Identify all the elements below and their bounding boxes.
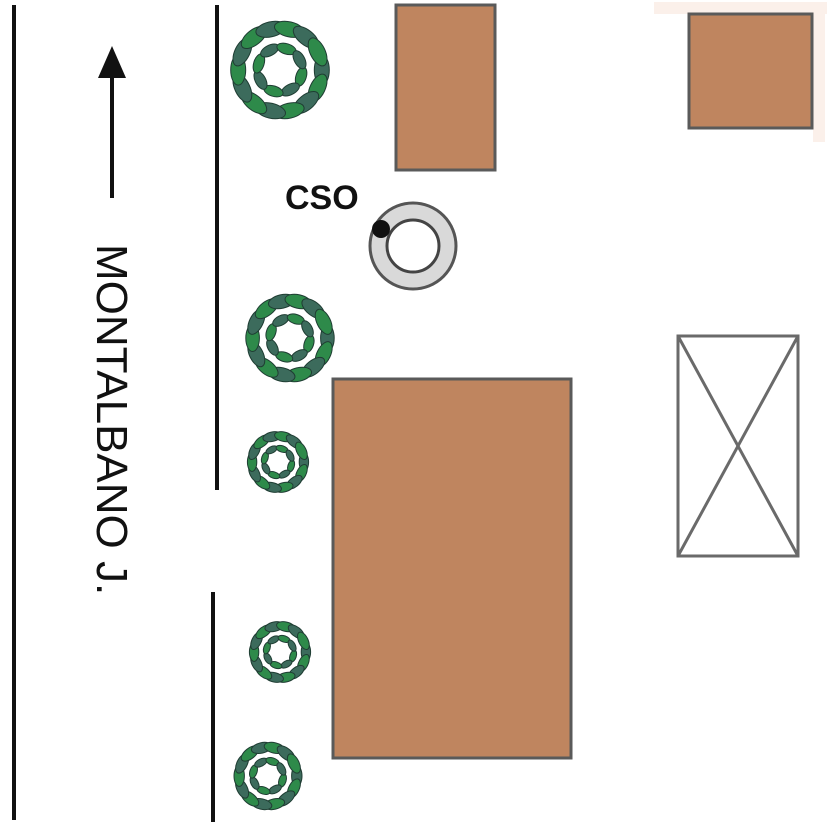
street-name-label: MONTALBANO J. <box>87 244 136 595</box>
tree-icon <box>230 20 330 120</box>
tree-icon <box>233 741 303 811</box>
tree-icon <box>245 293 335 383</box>
building-top-center <box>394 3 497 172</box>
arrow-up-icon <box>98 46 126 198</box>
manhole-icon <box>368 201 458 291</box>
cso-label: CSO <box>285 179 359 217</box>
tree-icon <box>248 621 312 683</box>
building-main <box>331 377 573 760</box>
trees <box>230 20 335 811</box>
crossed-box-structure <box>676 334 800 558</box>
tree-icon <box>246 431 310 493</box>
building-top-right <box>654 2 827 142</box>
dot-icon <box>372 220 390 238</box>
